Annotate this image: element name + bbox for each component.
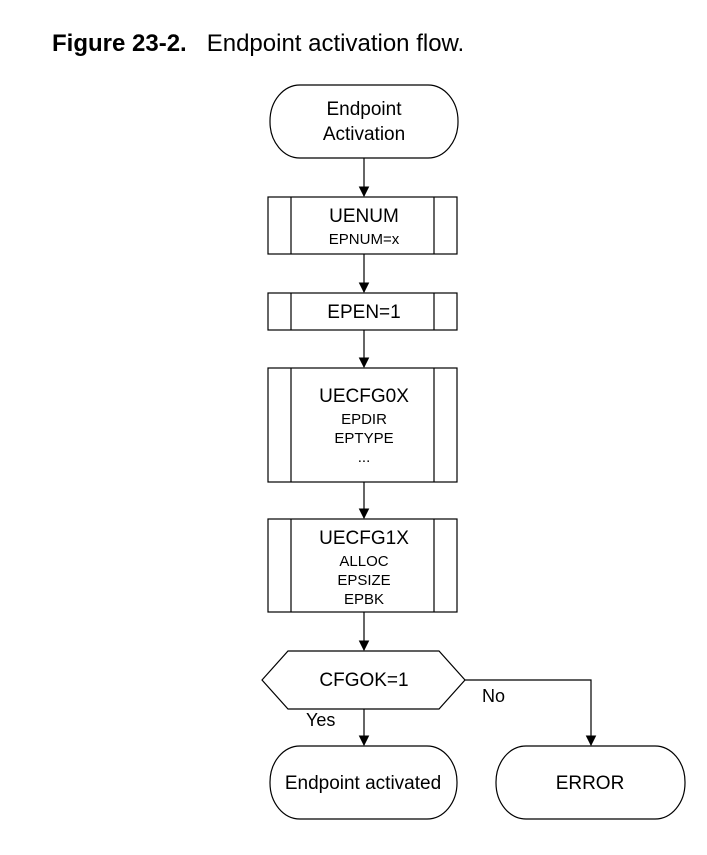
uenum-name: UENUM (329, 206, 399, 227)
activated-terminator: Endpoint activated (269, 745, 458, 820)
uecfg1x-field-alloc: ALLOC (339, 553, 388, 570)
uecfg0x-field-ellipsis: ... (358, 449, 371, 466)
uecfg0x-field-eptype: EPTYPE (334, 430, 393, 447)
start-label-line-2: Activation (323, 124, 405, 145)
cfgok-decision: CFGOK=1 (261, 650, 466, 710)
start-terminator: Endpoint Activation (269, 84, 459, 159)
error-label: ERROR (556, 773, 625, 794)
epen-label: EPEN=1 (327, 302, 400, 323)
uenum-process: UENUM EPNUM=x (267, 196, 458, 255)
figure-number: Figure 23-2. (52, 30, 187, 57)
uecfg1x-name: UECFG1X (319, 528, 409, 549)
error-terminator: ERROR (495, 745, 686, 820)
arrow-no-to-error (465, 679, 597, 747)
decision-label: CFGOK=1 (319, 670, 408, 691)
uecfg0x-name: UECFG0X (319, 386, 409, 407)
no-label: No (482, 686, 505, 706)
uecfg0x-field-epdir: EPDIR (341, 411, 387, 428)
uecfg1x-field-epsize: EPSIZE (337, 572, 390, 589)
uenum-field-epnum: EPNUM=x (329, 231, 400, 248)
start-label-line-1: Endpoint (326, 99, 402, 120)
uecfg1x-field-epbk: EPBK (344, 591, 384, 608)
uecfg0x-process: UECFG0X EPDIR EPTYPE ... (267, 367, 458, 483)
figure-title: Endpoint activation flow. (206, 30, 465, 57)
figure-caption: Figure 23-2. Endpoint activation flow. (52, 30, 464, 58)
activated-label: Endpoint activated (285, 773, 441, 794)
epen-process: EPEN=1 (267, 292, 458, 331)
yes-label: Yes (306, 710, 335, 730)
uecfg1x-process: UECFG1X ALLOC EPSIZE EPBK (267, 518, 458, 613)
